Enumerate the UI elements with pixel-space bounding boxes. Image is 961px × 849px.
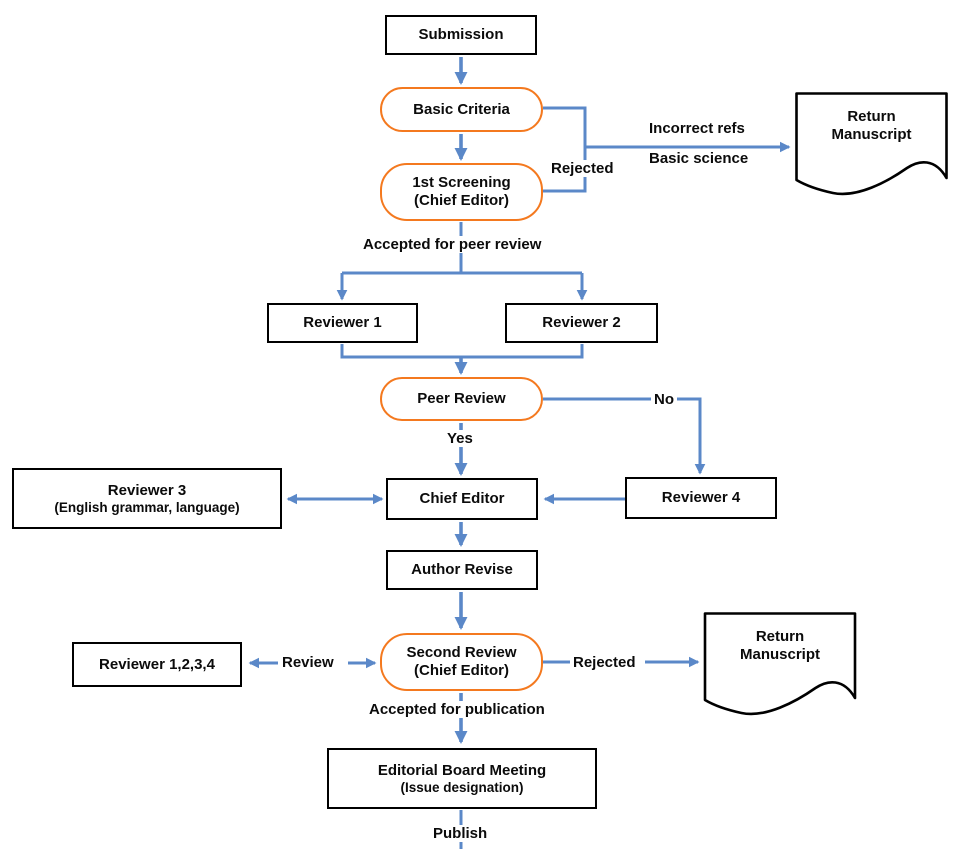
basic-criteria-label: Basic Criteria — [413, 100, 510, 118]
first-screening-stadium: 1st Screening (Chief Editor) — [380, 163, 543, 221]
edge-no-to-reviewer4 — [543, 397, 706, 475]
edge-rejected-bracket — [543, 106, 587, 193]
reviewer3-label: Reviewer 3 — [107, 481, 187, 499]
reviewer3-box: Reviewer 3 (English grammar, language) — [12, 468, 282, 529]
author-revise-label: Author Revise — [411, 561, 513, 578]
second-review-label: Second Review — [406, 644, 517, 661]
document-shape — [795, 92, 948, 196]
incorrect-refs-label: Incorrect refs — [646, 120, 748, 137]
first-screening-sublabel: (Chief Editor) — [414, 192, 509, 209]
editorial-board-label: Editorial Board Meeting — [377, 761, 547, 779]
peer-review-stadium: Peer Review — [380, 377, 543, 421]
return-manuscript-top-label: Return Manuscript — [831, 108, 912, 143]
review-label: Review — [279, 654, 337, 671]
submission-box: Submission — [385, 15, 537, 55]
return-manuscript-bottom-document: Return Manuscript — [703, 612, 857, 718]
return-manuscript-bottom-label: Return Manuscript — [739, 628, 820, 663]
second-review-sublabel: (Chief Editor) — [414, 662, 509, 679]
no-label: No — [651, 391, 677, 408]
yes-label: Yes — [444, 430, 476, 447]
basic-science-label: Basic science — [646, 150, 752, 167]
rejected-top-label: Rejected — [548, 160, 617, 177]
chief-editor-label: Chief Editor — [419, 490, 505, 507]
reviewer1-box: Reviewer 1 — [267, 303, 418, 343]
peer-review-label: Peer Review — [417, 390, 506, 407]
first-screening-label: 1st Screening — [412, 174, 511, 191]
publish-label: Publish — [430, 825, 491, 842]
second-review-stadium: Second Review (Chief Editor) — [380, 633, 543, 691]
basic-criteria-stadium: Basic Criteria — [380, 87, 543, 132]
reviewer4-label: Reviewer 4 — [661, 489, 741, 506]
reviewer3-sublabel: (English grammar, language) — [54, 499, 240, 515]
accepted-peer-review-label: Accepted for peer review — [360, 236, 545, 253]
editorial-board-sublabel: (Issue designation) — [400, 779, 524, 795]
editorial-board-box: Editorial Board Meeting (Issue designati… — [327, 748, 597, 809]
chief-editor-box: Chief Editor — [386, 478, 538, 520]
edge-merge-horizontal — [340, 344, 584, 359]
rejected-bottom-label: Rejected — [570, 654, 639, 671]
accepted-publication-label: Accepted for publication — [366, 701, 548, 718]
reviewer2-box: Reviewer 2 — [505, 303, 658, 343]
reviewer4-box: Reviewer 4 — [625, 477, 777, 519]
reviewer1-label: Reviewer 1 — [303, 314, 382, 331]
reviewer2-label: Reviewer 2 — [542, 314, 621, 331]
submission-label: Submission — [418, 26, 504, 43]
author-revise-box: Author Revise — [386, 550, 538, 590]
reviewer-1234-box: Reviewer 1,2,3,4 — [72, 642, 242, 687]
reviewer-1234-label: Reviewer 1,2,3,4 — [99, 655, 215, 673]
document-shape — [703, 612, 857, 716]
return-manuscript-top-document: Return Manuscript — [795, 92, 948, 198]
